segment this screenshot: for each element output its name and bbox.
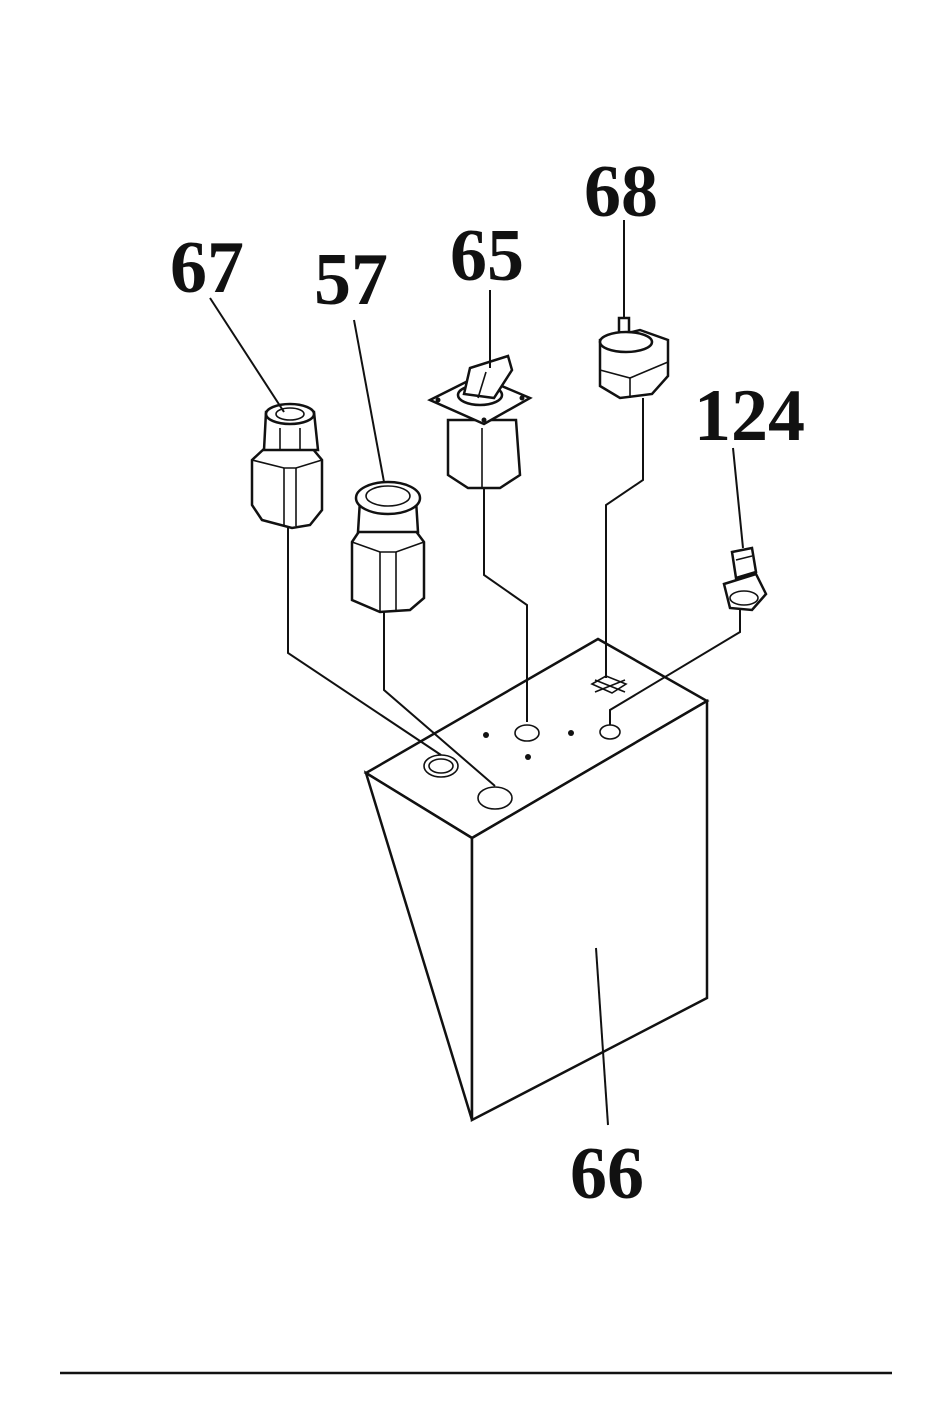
label-68: 68 <box>584 151 658 233</box>
label-66: 66 <box>570 1133 644 1215</box>
part-68-plug <box>600 220 668 678</box>
label-57: 57 <box>314 239 388 321</box>
label-124: 124 <box>694 375 805 457</box>
box-66 <box>366 639 707 1125</box>
part-65-rotary-switch <box>430 290 530 722</box>
label-67: 67 <box>170 227 244 309</box>
label-65: 65 <box>450 215 524 297</box>
